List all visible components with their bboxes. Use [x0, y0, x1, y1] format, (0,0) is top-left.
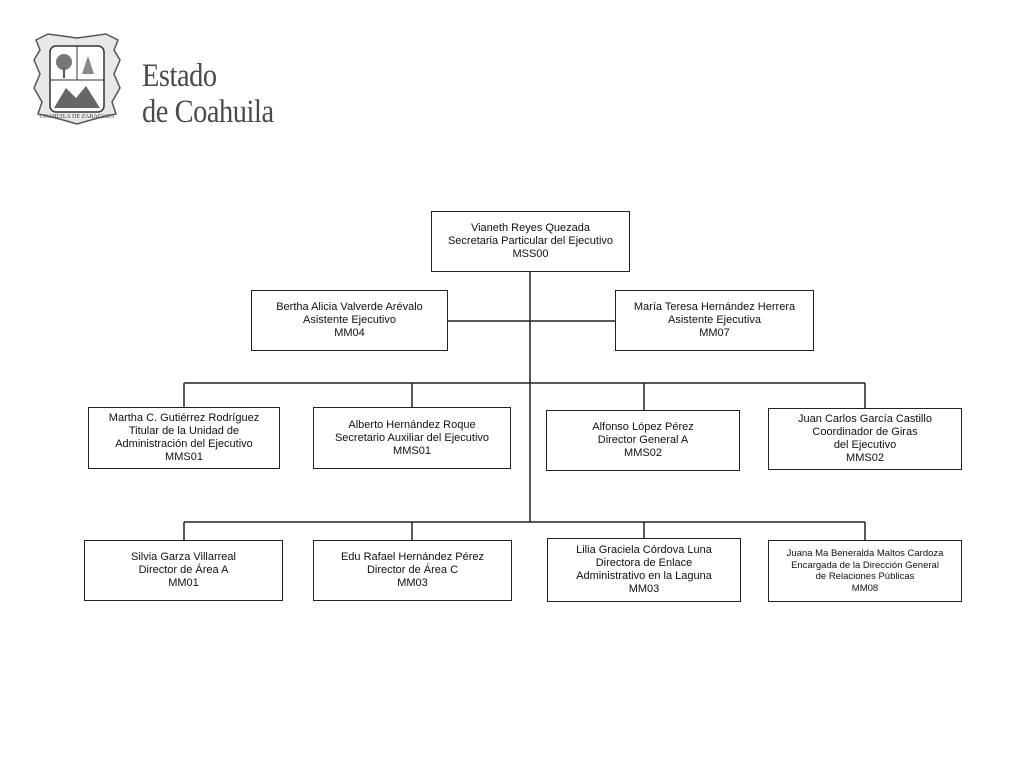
node-name: Alfonso López Pérez: [592, 421, 694, 433]
node-role: Director de Área A: [138, 564, 229, 576]
node-role: Secretaria Particular del Ejecutivo: [447, 235, 614, 247]
node-role: Titular de la Unidad de: [128, 425, 240, 437]
node-role: de Relaciones Públicas: [815, 571, 915, 582]
node-code: MMS01: [393, 444, 431, 457]
org-node-level2-4: Juan Carlos García Castillo Coordinador …: [768, 408, 962, 470]
org-node-assistant-1: Bertha Alicia Valverde Arévalo Asistente…: [251, 290, 448, 351]
node-role: Directora de Enlace: [595, 557, 693, 569]
node-role: Administrativo en la Laguna: [576, 570, 712, 582]
node-name: Silvia Garza Villarreal: [131, 551, 236, 563]
node-code: MM07: [699, 327, 730, 339]
node-code: MM04: [334, 327, 365, 339]
node-role: Encargada de la Dirección General: [791, 559, 939, 571]
coahuila-coat-of-arms-logo: COAHUILA DE ZARAGOZA: [33, 33, 121, 125]
node-name: Alberto Hernández Roque: [348, 418, 476, 431]
org-node-level2-2: Alberto Hernández Roque Secretario Auxil…: [313, 407, 511, 469]
node-code: MM03: [628, 583, 660, 595]
org-node-level3-4: Juana Ma Beneralda Maltos Cardoza Encarg…: [768, 540, 962, 602]
node-name: Lilia Graciela Córdova Luna: [576, 544, 712, 556]
org-node-top: Vianeth Reyes Quezada Secretaria Particu…: [431, 211, 630, 272]
node-name: Martha C. Gutiérrez Rodríguez: [108, 412, 260, 424]
org-node-level3-3: Lilia Graciela Córdova Luna Directora de…: [547, 538, 741, 602]
node-code: MMS01: [165, 451, 203, 463]
node-name: Vianeth Reyes Quezada: [470, 222, 591, 234]
node-role: Secretario Auxiliar del Ejecutivo: [334, 431, 490, 444]
org-node-assistant-2: María Teresa Hernández Herrera Asistente…: [615, 290, 814, 351]
node-role: del Ejecutivo: [833, 439, 897, 451]
node-code: MM08: [851, 582, 879, 594]
node-role: Coordinador de Giras: [812, 426, 918, 438]
node-code: MMS02: [846, 452, 884, 464]
org-node-level2-1: Martha C. Gutiérrez Rodríguez Titular de…: [88, 407, 280, 469]
brand-line-1: Estado: [142, 58, 217, 94]
org-node-level2-3: Alfonso López Pérez Director General A M…: [546, 410, 740, 471]
node-name: Juana Ma Beneralda Maltos Cardoza: [786, 548, 944, 559]
node-code: MSS00: [512, 248, 549, 260]
node-role: Asistente Ejecutivo: [303, 314, 396, 326]
node-name: Juan Carlos García Castillo: [798, 413, 932, 425]
node-code: MM03: [397, 577, 428, 589]
node-name: Bertha Alicia Valverde Arévalo: [276, 301, 423, 313]
node-role: Director de Área C: [366, 564, 459, 576]
node-name: Edu Rafael Hernández Pérez: [340, 551, 485, 563]
brand-title: Estado de Coahuila: [142, 58, 274, 130]
node-role: Director General A: [597, 434, 689, 446]
node-role: Administración del Ejecutivo: [115, 438, 253, 450]
node-code: MMS02: [624, 447, 662, 459]
brand-line-2: de Coahuila: [142, 94, 274, 130]
org-node-level3-1: Silvia Garza Villarreal Director de Área…: [84, 540, 283, 601]
node-role: Asistente Ejecutiva: [668, 314, 761, 326]
svg-text:COAHUILA DE ZARAGOZA: COAHUILA DE ZARAGOZA: [40, 114, 116, 120]
org-node-level3-2: Edu Rafael Hernández Pérez Director de Á…: [313, 540, 512, 601]
node-code: MM01: [168, 577, 199, 589]
node-name: María Teresa Hernández Herrera: [633, 301, 796, 313]
